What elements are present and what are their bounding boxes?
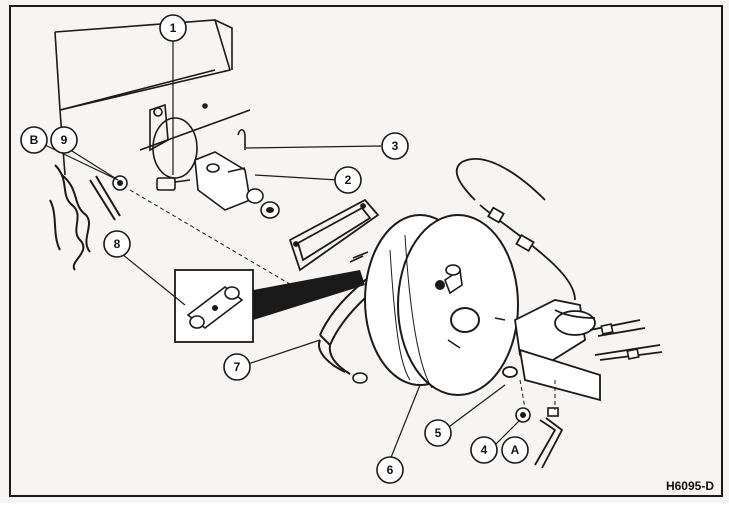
brake-booster	[364, 214, 519, 396]
booster-studs	[349, 251, 506, 349]
svg-text:9: 9	[61, 133, 68, 147]
callout-a: A	[501, 436, 529, 464]
callout-3: 3	[381, 132, 409, 160]
callout-8: 8	[103, 230, 131, 258]
callout-9: 9	[50, 126, 78, 154]
hose-clamp	[352, 372, 368, 384]
callout-1: 1	[159, 14, 187, 42]
fluid-level-sensor-wire	[455, 158, 576, 301]
pushrod-clevis	[194, 151, 264, 211]
nut-4	[515, 407, 531, 423]
clevis-pin	[156, 177, 191, 191]
washer	[260, 201, 280, 219]
callout-2: 2	[334, 166, 362, 194]
master-cylinder	[502, 299, 601, 402]
svg-text:7: 7	[234, 360, 241, 374]
figure-id: H6095-D	[666, 479, 714, 493]
svg-text:2: 2	[345, 173, 352, 187]
diagram-border	[9, 5, 723, 497]
callout-b: B	[20, 126, 48, 154]
svg-text:6: 6	[387, 463, 394, 477]
detail-inset	[174, 269, 254, 343]
callout-7: 7	[223, 353, 251, 381]
detail-projection	[253, 270, 365, 320]
callout-4: 4	[470, 436, 498, 464]
grommet	[445, 264, 461, 276]
retainer-clip	[237, 128, 246, 150]
svg-text:3: 3	[392, 139, 399, 153]
nut-9	[112, 175, 128, 191]
svg-text:B: B	[30, 133, 39, 147]
callout-6: 6	[376, 456, 404, 484]
callout-5: 5	[424, 419, 452, 447]
tube-nuts	[547, 323, 640, 417]
svg-text:5: 5	[435, 426, 442, 440]
svg-text:4: 4	[481, 443, 488, 457]
svg-text:8: 8	[114, 237, 121, 251]
gasket	[288, 198, 380, 272]
wiring-harness	[49, 164, 121, 271]
svg-text:A: A	[511, 443, 520, 457]
alignment-lines	[129, 189, 556, 410]
svg-text:1: 1	[170, 21, 177, 35]
